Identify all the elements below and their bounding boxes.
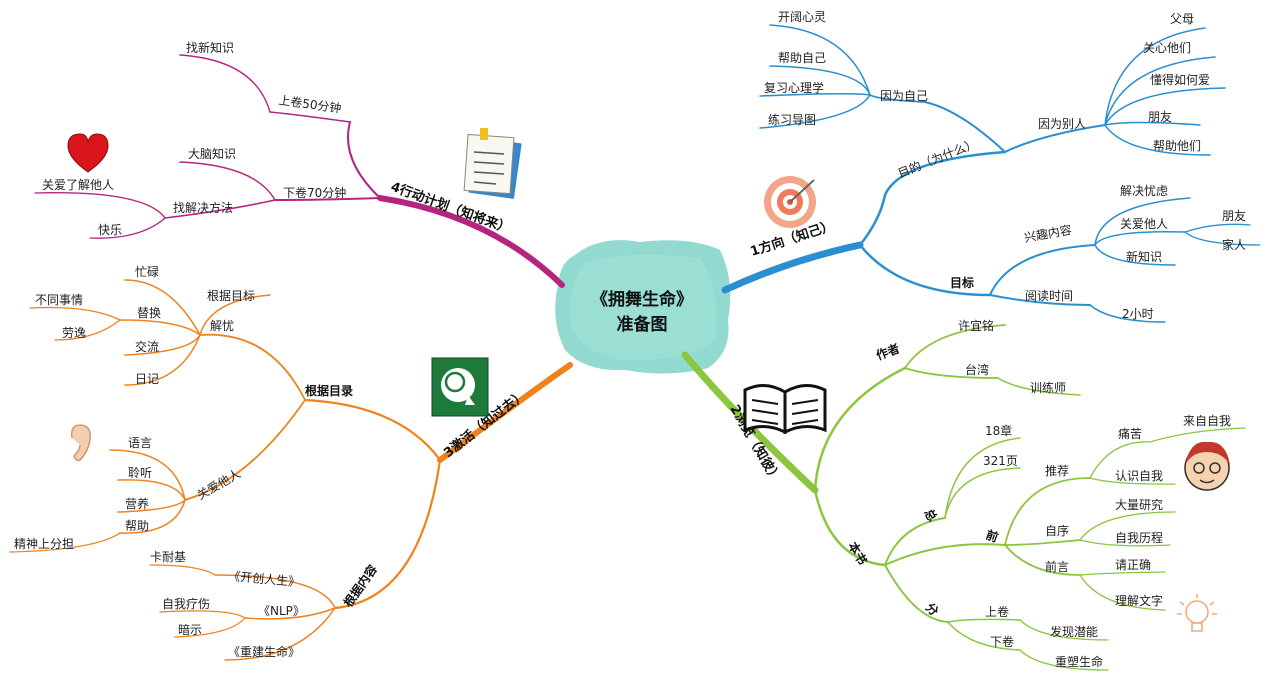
others-item-1: 父母 [1170,12,1194,26]
author-place: 台湾 [965,362,989,377]
vol1-label: 上卷50分钟 [278,92,343,116]
preface-item-1: 大量研究 [1115,497,1163,512]
branch-3-labels: 3激活（知过去） 根据目录 解忧 根据目标 忙碌 替换 交流 日记 不同事情 劳… [14,265,529,659]
replace-item-1: 不同事情 [35,293,83,307]
self-item-4: 练习导图 [768,112,816,127]
worry-basis: 根据目标 [207,289,255,303]
branch-1-labels: 1方向（知己） 目的（为什么） 因为自己 开阔心灵 帮助自己 复习心理学 练习导… [748,10,1246,321]
ear-icon [71,424,91,462]
worry-item-1: 忙碌 [135,265,159,279]
time-value: 2小时 [1122,307,1154,321]
parts-vol2-item: 重塑生命 [1055,654,1103,669]
goal-label: 目标 [950,275,974,290]
preface-label: 自序 [1045,523,1069,538]
front-label: 前 [984,527,1000,545]
interest-item-2: 关爱他人 [1120,217,1168,231]
worry-item-2: 替换 [137,306,161,320]
vol2-label: 下卷70分钟 [283,185,346,200]
others-item-3: 懂得如何爱 [1150,72,1210,87]
method-item-1: 关爱了解他人 [42,178,114,192]
interest-sub-2: 家人 [1222,237,1246,252]
parts-vol2: 下卷 [990,634,1014,649]
preface-item-2: 自我历程 [1115,530,1163,545]
vol2-item: 大脑知识 [188,147,236,161]
target-icon [764,176,816,228]
method-item-2: 快乐 [98,223,122,237]
purpose-label: 目的（为什么） [896,135,980,180]
branch-3-activate [9,279,573,661]
care-help: 精神上分担 [14,537,74,551]
lightbulb-icon [1177,594,1217,632]
care-label: 关爱他人 [195,466,244,502]
center-node: 《拥舞生命》 准备图 [555,240,731,374]
parts-vol1-item: 发现潜能 [1050,624,1098,639]
face-icon [1184,441,1230,491]
content-book1: 《开创人生》 [228,569,301,589]
interest-item-3: 新知识 [1126,249,1162,264]
branch-4-action-plan [34,54,565,288]
others-item-4: 朋友 [1148,110,1172,124]
self-item-1: 开阔心灵 [778,10,826,24]
parts-label: 分 [923,600,942,619]
foreword-item-1: 请正确 [1115,558,1151,572]
interest-label: 兴趣内容 [1023,222,1073,245]
toc-label: 根据目录 [305,383,353,398]
time-label: 阅读时间 [1025,289,1073,303]
others-item-2: 关心他们 [1143,40,1191,55]
interest-sub-1: 朋友 [1222,209,1246,223]
care-item-2: 聆听 [128,466,152,480]
vol1-item: 找新知识 [186,40,234,55]
author-label: 作者 [874,341,902,363]
refresh-head-icon [431,357,489,417]
author-name: 许宜铭 [958,318,994,333]
foreword-label: 前言 [1045,559,1069,574]
recommend-item-2: 来自自我 [1183,414,1231,428]
care-item-4: 帮助 [125,519,149,533]
open-book-icon [743,384,827,435]
center-title-line2: 准备图 [617,314,668,335]
content-book2-item-2: 暗示 [178,622,202,637]
others-item-5: 帮助他们 [1153,138,1201,153]
total-item-1: 18章 [985,423,1012,438]
foreword-item-2: 理解文字 [1115,593,1163,608]
content-book3: 《重建生命》 [228,644,300,659]
worry-item-4: 日记 [135,372,159,386]
content-book2-item-1: 自我疗伤 [162,597,210,611]
care-item-3: 营养 [125,496,149,511]
heart-icon [67,133,109,173]
others-reason-label: 因为别人 [1038,117,1086,131]
recommend-item-1: 痛苦 [1118,426,1142,441]
recommend-label: 推荐 [1045,464,1069,478]
self-reason-label: 因为自己 [880,89,928,103]
replace-item-2: 劳逸 [62,326,86,340]
recommend-item-3: 认识自我 [1115,469,1163,483]
content-book1-author: 卡耐基 [150,550,186,564]
branch-4-labels: 4行动计划（知将来） 上卷50分钟 找新知识 下卷70分钟 大脑知识 找解决方法… [42,40,513,237]
parts-vol1: 上卷 [985,604,1009,619]
branch-1-direction [721,24,1261,323]
interest-item-1: 解决忧虑 [1120,184,1168,198]
care-item-1: 语言 [128,436,152,450]
self-item-2: 帮助自己 [778,51,826,65]
worry-label: 解忧 [210,319,234,333]
branch-2-labels: 2浏览（知彼） 作者 许宜铭 台湾 训练师 本书 总 18章 321页 前 推荐… [727,318,1231,669]
center-title-line1: 《拥舞生命》 [591,289,693,310]
author-role: 训练师 [1030,380,1066,395]
total-label: 总 [921,506,940,524]
notepad-icon [463,128,522,199]
method-label: 找解决方法 [173,200,233,215]
worry-item-3: 交流 [135,339,159,354]
self-item-3: 复习心理学 [764,80,824,95]
content-book2: 《NLP》 [258,604,305,618]
total-item-2: 321页 [983,454,1018,468]
